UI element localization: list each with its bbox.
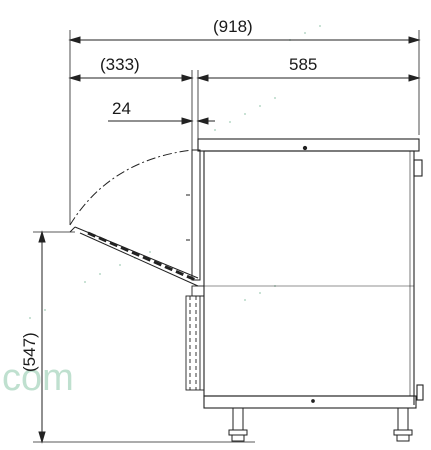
lid-swing-arc [69, 149, 193, 226]
dim-body-depth: 585 [289, 55, 317, 74]
watermark-text: com [2, 357, 74, 399]
dim-overall-depth: (918) [213, 17, 253, 36]
dim-lid-swing: (333) [100, 55, 140, 74]
front-leg [228, 407, 248, 442]
lower-grille [185, 285, 205, 391]
lid-closed-outline [186, 149, 201, 281]
rear-leg [393, 407, 413, 442]
dimension-lines [38, 36, 421, 444]
watermark-dots [29, 25, 321, 319]
cabinet-body [197, 138, 424, 409]
dim-open-lid-height: (547) [20, 332, 39, 372]
extension-lines [33, 30, 420, 443]
open-lid [69, 226, 199, 287]
dim-lid-offset: 24 [112, 99, 131, 118]
